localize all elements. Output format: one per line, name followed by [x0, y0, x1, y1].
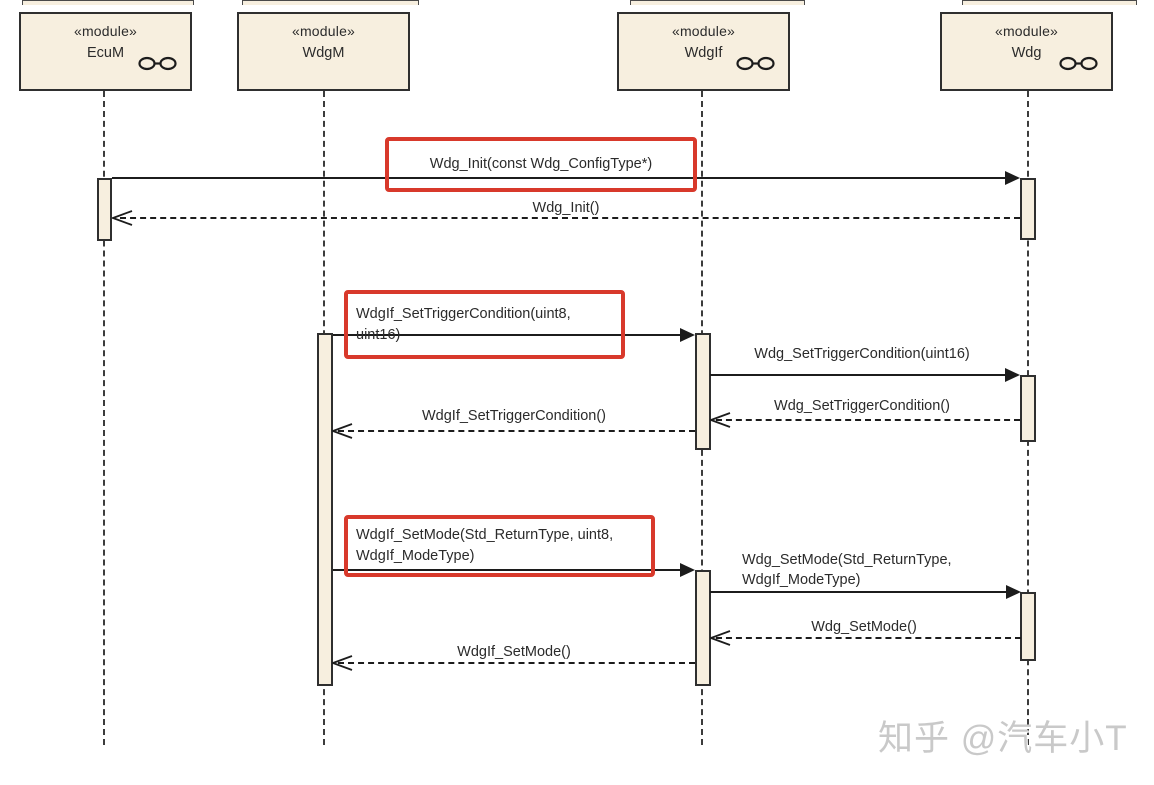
- lifeline-head-wdgif: «module» WdgIf: [617, 12, 790, 91]
- lifeline-ecum: [103, 91, 105, 745]
- activation-wdg-1: [1020, 178, 1036, 240]
- top-remnant-strip: [962, 0, 1137, 5]
- activation-wdgif-1: [695, 333, 711, 450]
- lifeline-name: WdgM: [302, 45, 345, 61]
- watermark: 知乎 @汽车小T: [878, 719, 1128, 758]
- filled-arrowhead-icon: [1005, 368, 1020, 382]
- top-remnant-strip: [630, 0, 805, 5]
- message-label: Wdg_SetMode(Std_ReturnType, WdgIf_ModeTy…: [742, 552, 952, 588]
- stereotype-label: «module»: [291, 23, 356, 39]
- message-label: Wdg_SetTriggerCondition(uint16): [754, 346, 970, 362]
- message-line-wdg-settriggercondition-call: [710, 374, 1007, 376]
- stereotype-label: «module»: [671, 23, 736, 39]
- message-label: WdgIf_SetTriggerCondition(): [421, 408, 607, 424]
- message-line-wdgif-setmode-call: [333, 569, 682, 571]
- lifeline-head-wdg: «module» Wdg: [940, 12, 1113, 91]
- message-label: Wdg_SetMode(): [811, 619, 917, 635]
- message-label: Wdg_SetTriggerCondition(): [774, 398, 950, 414]
- message-label: Wdg_Init(): [532, 200, 600, 216]
- message-line-wdg-setmode-return: [716, 637, 1021, 639]
- activation-wdgm: [317, 333, 333, 686]
- filled-arrowhead-icon: [1005, 171, 1020, 185]
- lifeline-head-ecum: «module» EcuM: [19, 12, 192, 91]
- open-arrowhead-icon: [708, 630, 732, 646]
- link-icon: [1059, 55, 1099, 77]
- filled-arrowhead-icon: [680, 328, 695, 342]
- activation-wdg-3: [1020, 592, 1036, 661]
- top-remnant-strip: [242, 0, 419, 5]
- highlight-box-wdgif-settriggercondition: WdgIf_SetTriggerCondition(uint8, uint16): [344, 290, 625, 359]
- highlight-box-wdg-init: Wdg_Init(const Wdg_ConfigType*): [385, 137, 697, 192]
- link-icon: [138, 55, 178, 77]
- open-arrowhead-icon: [330, 423, 354, 439]
- lifeline-head-wdgm: «module» WdgM: [237, 12, 410, 91]
- open-arrowhead-icon: [110, 210, 134, 226]
- message-line-wdgif-setmode-return: [338, 662, 695, 664]
- message-line-wdg-setmode-call: [710, 591, 1008, 593]
- activation-wdg-2: [1020, 375, 1036, 442]
- message-label: WdgIf_SetMode(Std_ReturnType, uint8, Wdg…: [356, 527, 614, 564]
- stereotype-label: «module»: [73, 23, 138, 39]
- lifeline-name: Wdg: [1011, 45, 1042, 61]
- lifeline-name: WdgIf: [684, 45, 723, 61]
- message-line-wdg-init-return: [120, 217, 1020, 219]
- filled-arrowhead-icon: [1006, 585, 1021, 599]
- activation-ecum: [97, 178, 112, 241]
- message-label: Wdg_Init(const Wdg_ConfigType*): [429, 156, 653, 172]
- open-arrowhead-icon: [708, 412, 732, 428]
- message-label: WdgIf_SetMode(): [457, 644, 571, 660]
- message-line-wdg-settriggercondition-return: [716, 419, 1020, 421]
- filled-arrowhead-icon: [680, 563, 695, 577]
- message-line-wdg-init-call: [112, 177, 1007, 179]
- lifeline-name: EcuM: [86, 45, 125, 61]
- open-arrowhead-icon: [330, 655, 354, 671]
- message-line-wdgif-settriggercondition-return: [338, 430, 695, 432]
- activation-wdgif-2: [695, 570, 711, 686]
- message-label: WdgIf_SetTriggerCondition(uint8, uint16): [356, 305, 571, 343]
- message-line-wdgif-settriggercondition-call: [333, 334, 682, 336]
- highlight-box-wdgif-setmode: WdgIf_SetMode(Std_ReturnType, uint8, Wdg…: [344, 515, 655, 577]
- stereotype-label: «module»: [994, 23, 1059, 39]
- top-remnant-strip: [22, 0, 194, 5]
- link-icon: [736, 55, 776, 77]
